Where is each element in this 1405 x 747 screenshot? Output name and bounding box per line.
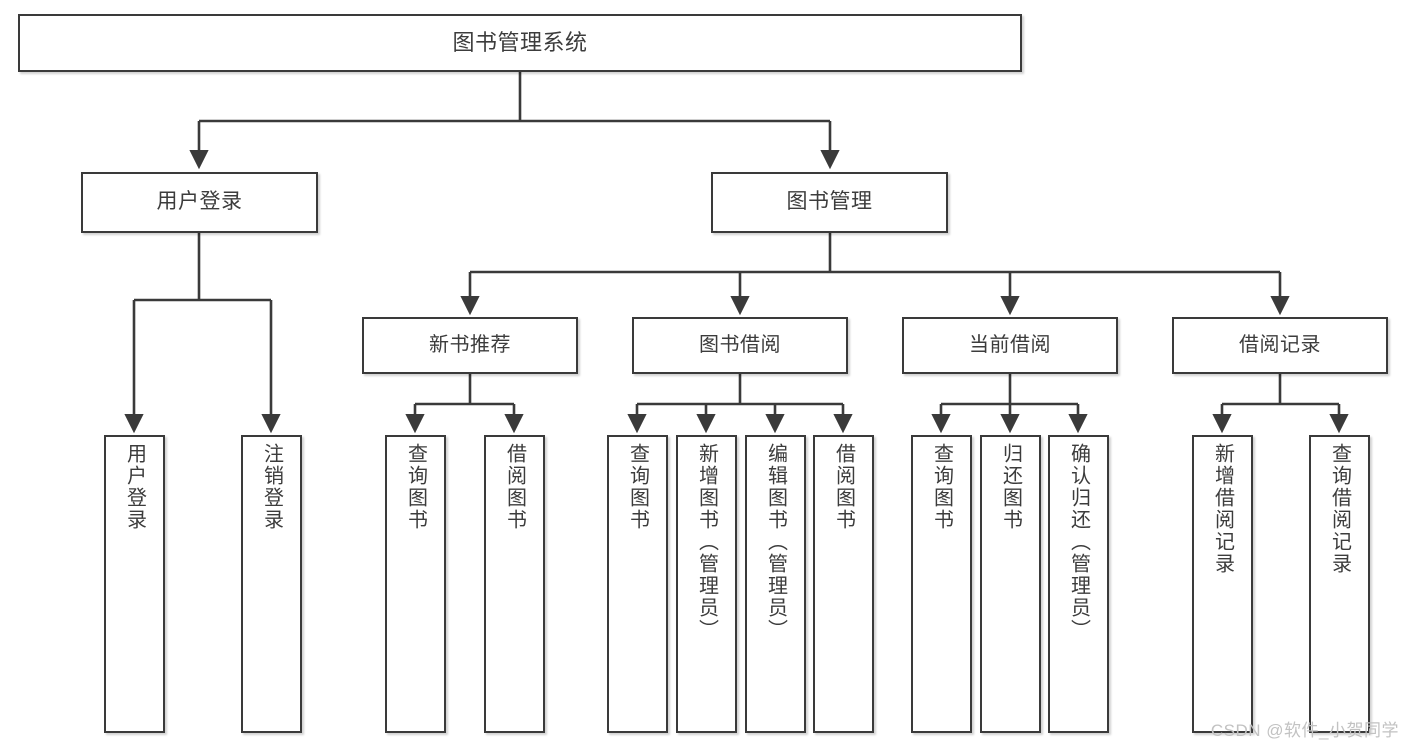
node-label: 确认归还（管理员） bbox=[1067, 443, 1090, 641]
node-label: 图书借阅 bbox=[699, 333, 781, 356]
leaf-add-book-admin[interactable]: 新增图书（管理员） bbox=[676, 435, 737, 733]
leaf-user-login[interactable]: 用户登录 bbox=[104, 435, 165, 733]
node-label: 图书管理 bbox=[786, 190, 873, 214]
leaf-borrow-book[interactable]: 借阅图书 bbox=[813, 435, 874, 733]
node-book-borrow[interactable]: 图书借阅 bbox=[632, 317, 848, 374]
node-label: 用户登录 bbox=[156, 190, 243, 214]
node-label: 借阅记录 bbox=[1239, 333, 1321, 356]
node-label: 查询图书 bbox=[626, 443, 649, 531]
leaf-borrow-book-recommend[interactable]: 借阅图书 bbox=[484, 435, 545, 733]
node-label: 借阅图书 bbox=[832, 443, 855, 531]
node-new-book-recommend[interactable]: 新书推荐 bbox=[362, 317, 578, 374]
node-label: 图书管理系统 bbox=[452, 30, 588, 56]
node-label: 借阅图书 bbox=[503, 443, 526, 531]
node-label: 新书推荐 bbox=[429, 333, 511, 356]
node-book-management-system[interactable]: 图书管理系统 bbox=[18, 14, 1022, 72]
node-book-management[interactable]: 图书管理 bbox=[711, 172, 948, 233]
node-current-borrow[interactable]: 当前借阅 bbox=[902, 317, 1118, 374]
node-label: 用户登录 bbox=[123, 443, 146, 531]
node-label: 编辑图书（管理员） bbox=[764, 443, 787, 641]
leaf-return-book[interactable]: 归还图书 bbox=[980, 435, 1041, 733]
leaf-query-borrow-record[interactable]: 查询借阅记录 bbox=[1309, 435, 1370, 733]
leaf-query-book-borrow[interactable]: 查询图书 bbox=[607, 435, 668, 733]
leaf-confirm-return-admin[interactable]: 确认归还（管理员） bbox=[1048, 435, 1109, 733]
node-label: 归还图书 bbox=[999, 443, 1022, 531]
node-label: 当前借阅 bbox=[969, 333, 1051, 356]
node-label: 查询借阅记录 bbox=[1328, 443, 1351, 575]
node-user-login[interactable]: 用户登录 bbox=[81, 172, 318, 233]
leaf-logout[interactable]: 注销登录 bbox=[241, 435, 302, 733]
leaf-add-borrow-record[interactable]: 新增借阅记录 bbox=[1192, 435, 1253, 733]
node-borrow-record[interactable]: 借阅记录 bbox=[1172, 317, 1388, 374]
leaf-query-book-current[interactable]: 查询图书 bbox=[911, 435, 972, 733]
node-label: 查询图书 bbox=[404, 443, 427, 531]
leaf-edit-book-admin[interactable]: 编辑图书（管理员） bbox=[745, 435, 806, 733]
node-label: 新增借阅记录 bbox=[1211, 443, 1234, 575]
node-label: 查询图书 bbox=[930, 443, 953, 531]
node-label: 新增图书（管理员） bbox=[695, 443, 718, 641]
leaf-query-book-recommend[interactable]: 查询图书 bbox=[385, 435, 446, 733]
node-label: 注销登录 bbox=[260, 443, 283, 531]
